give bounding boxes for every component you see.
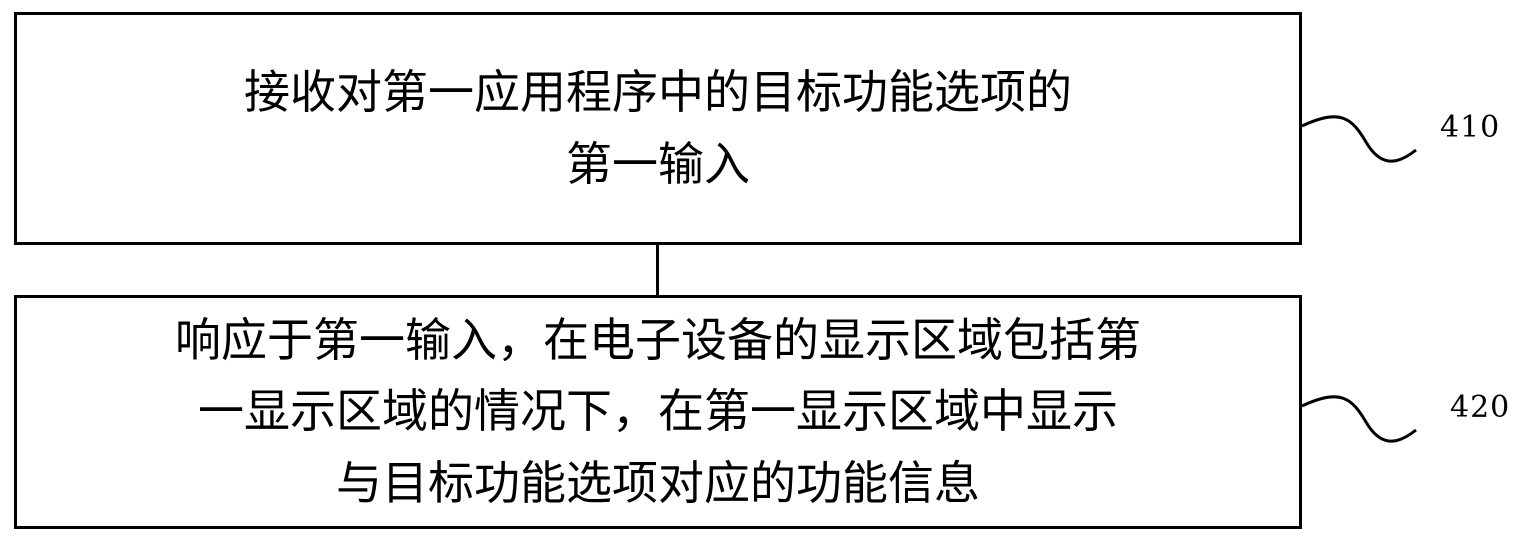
step-420-line-1: 响应于第一输入，在电子设备的显示区域包括第	[175, 313, 1141, 368]
reference-leader-wave-420	[1301, 395, 1417, 443]
step-410-line-2: 第一输入	[566, 136, 750, 191]
step-420-text: 响应于第一输入，在电子设备的显示区域包括第 一显示区域的情况下，在第一显示区域中…	[43, 305, 1273, 519]
step-420-box: 响应于第一输入，在电子设备的显示区域包括第 一显示区域的情况下，在第一显示区域中…	[14, 295, 1302, 529]
reference-label-420: 420	[1450, 390, 1511, 425]
step-410-text: 接收对第一应用程序中的目标功能选项的 第一输入	[108, 57, 1208, 200]
reference-leader-wave-410	[1301, 115, 1417, 163]
step-410-line-1: 接收对第一应用程序中的目标功能选项的	[244, 65, 1072, 120]
reference-label-410: 410	[1440, 110, 1501, 145]
step-420-line-2: 一显示区域的情况下，在第一显示区域中显示	[198, 384, 1118, 439]
flow-connector	[656, 245, 659, 295]
step-420-line-3: 与目标功能选项对应的功能信息	[336, 455, 980, 510]
step-410-box: 接收对第一应用程序中的目标功能选项的 第一输入	[14, 12, 1302, 245]
